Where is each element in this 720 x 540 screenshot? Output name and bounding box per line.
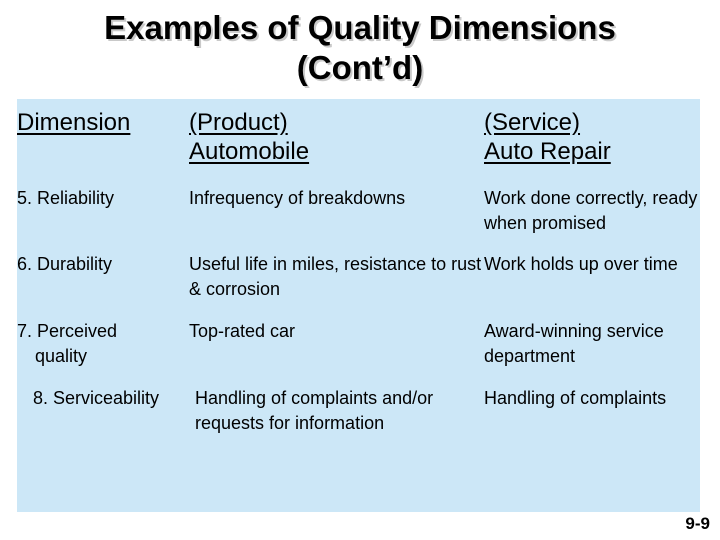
cell-product: Handling of complaints and/or requests f…: [195, 388, 434, 433]
table-row: 5. Reliability Infrequency of breakdowns…: [17, 172, 700, 236]
content-panel: Dimension (Product) Automobile (Service)…: [17, 99, 700, 512]
page-title: Examples of Quality Dimensions (Cont’d): [104, 9, 616, 86]
page-number: 9-9: [685, 514, 710, 533]
cell-product: Useful life in miles, resistance to rust…: [189, 254, 482, 299]
table-row: 6. Durability Useful life in miles, resi…: [17, 236, 700, 302]
dimension-label-line1: 5. Reliability: [17, 188, 115, 208]
table-row: 7. Perceived quality Top-rated car Award…: [17, 302, 700, 369]
cell-service: Work done correctly, ready when promised: [484, 188, 698, 233]
cell-product: Top-rated car: [189, 321, 296, 341]
table-row: 8. Serviceability Handling of complaints…: [17, 369, 700, 436]
dimension-label-line1: 7. Perceived: [17, 321, 118, 341]
cell-dimension: 8. Serviceability: [17, 369, 189, 436]
dimension-label-line2: quality: [35, 346, 88, 366]
cell-product: Infrequency of breakdowns: [189, 188, 406, 208]
column-header-service-line2: Auto Repair: [484, 138, 611, 165]
cell-dimension: 6. Durability: [17, 236, 189, 302]
column-header-product-line1: (Product): [189, 109, 288, 136]
column-header-dimension-line1: Dimension: [17, 109, 131, 136]
cell-service: Work holds up over time: [484, 254, 678, 274]
column-header-product: (Product) Automobile: [189, 99, 484, 172]
cell-service: Handling of complaints: [484, 388, 667, 408]
cell-service: Award-winning service department: [484, 321, 664, 366]
column-header-dimension: Dimension: [17, 99, 189, 172]
quality-dimensions-table: Dimension (Product) Automobile (Service)…: [17, 99, 700, 436]
dimension-label-line1: 6. Durability: [17, 254, 113, 274]
dimension-label-line1: 8. Serviceability: [33, 388, 160, 408]
column-header-product-line2: Automobile: [189, 138, 310, 165]
column-header-service: (Service) Auto Repair: [484, 99, 700, 172]
cell-dimension: 7. Perceived quality: [17, 302, 189, 369]
column-header-service-line1: (Service): [484, 109, 581, 136]
cell-dimension: 5. Reliability: [17, 172, 189, 236]
table-header-row: Dimension (Product) Automobile (Service)…: [17, 99, 700, 172]
